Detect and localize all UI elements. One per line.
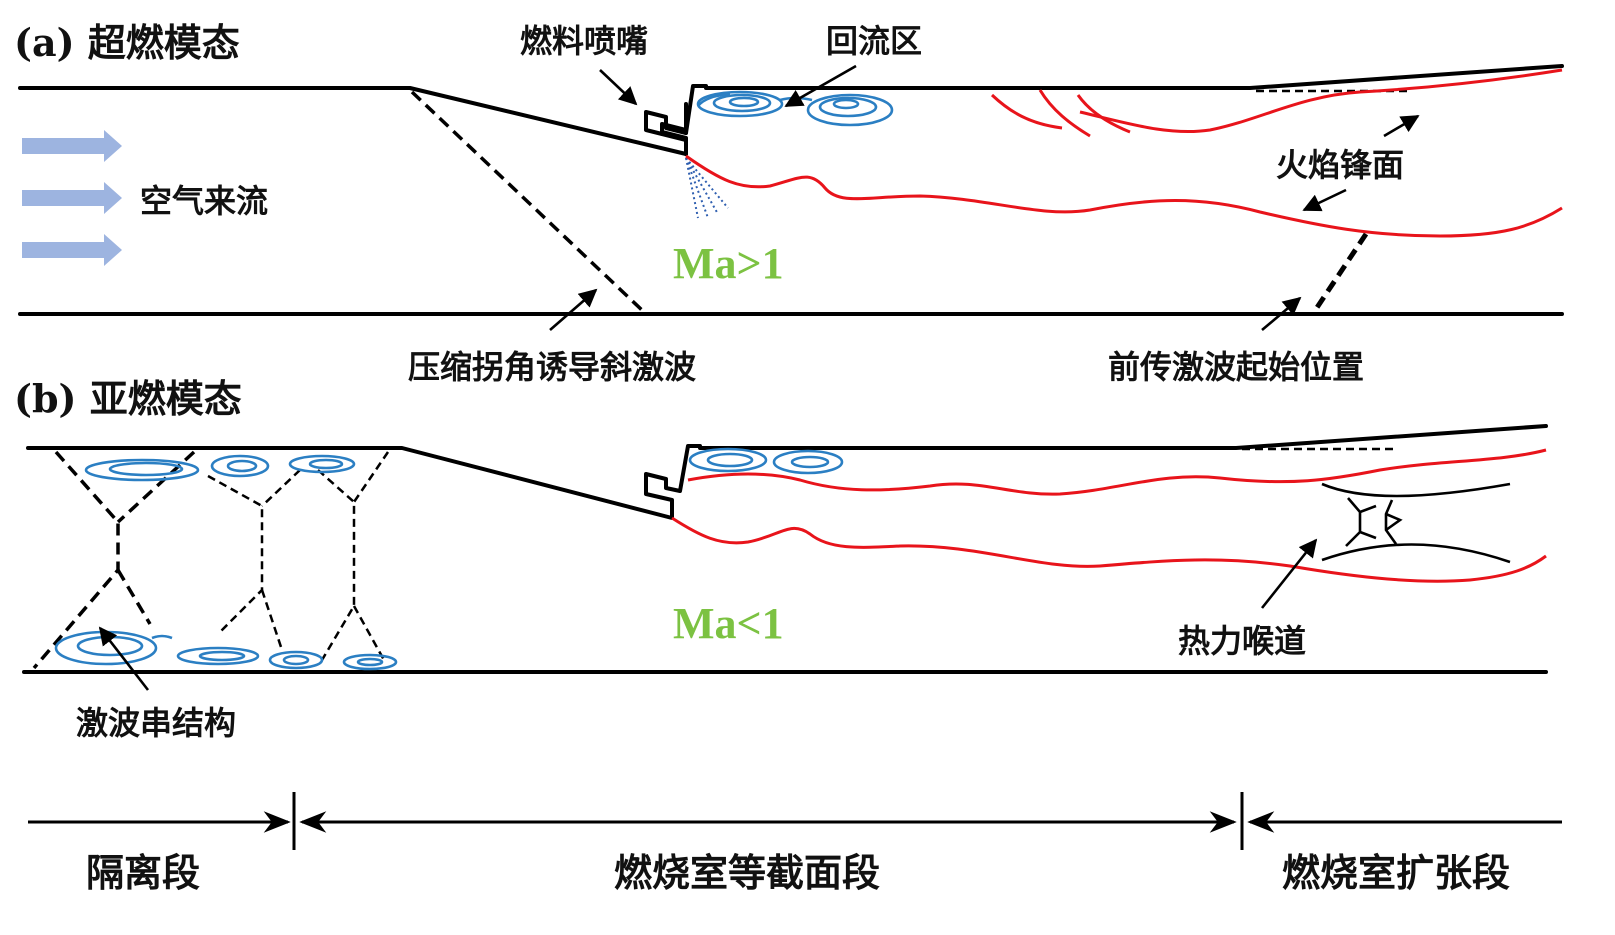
panel-a-inflow-arrows	[22, 130, 122, 266]
fuel-injector-label: 燃料喷嘴	[520, 22, 648, 60]
panel-b-shock-train	[32, 450, 390, 670]
panel-b-upper-wall-ramp	[26, 444, 702, 520]
panel-b-upper-wall-combustor	[698, 424, 1548, 450]
inflow-arrow-icon	[22, 130, 122, 162]
panel-a-flame-front	[685, 68, 1563, 238]
flame-front-label: 火焰锋面	[1276, 146, 1404, 184]
panel-b: (b) 亚燃模态	[14, 376, 1548, 742]
panel-b-shock-train-vortices	[54, 454, 398, 671]
inflow-arrow-icon	[22, 182, 122, 214]
flame-front-pointer-down	[1302, 188, 1347, 212]
flame-front-pointer-up	[1383, 114, 1420, 138]
shock-origin-label: 前传激波起始位置	[1108, 348, 1364, 386]
inflow-arrow-icon	[22, 234, 122, 266]
oblique-shock-pointer	[549, 288, 598, 331]
panel-a-upper-wall-ramp	[18, 86, 688, 156]
isolator-label: 隔离段	[86, 851, 200, 895]
panel-a-upper-wall-combustor	[704, 64, 1564, 90]
panel-b-flame-front	[671, 448, 1547, 583]
panel-b-recirculation-vortices	[688, 447, 844, 475]
panel-a-forward-shock	[1311, 232, 1369, 314]
air-inflow-label: 空气来流	[140, 182, 268, 220]
panel-b-title: (b) 亚燃模态	[14, 376, 242, 421]
panel-a-fuel-spray	[685, 157, 729, 219]
recirculation-label: 回流区	[826, 22, 922, 60]
panel-a-mach-label: Ma>1	[673, 239, 784, 288]
fuel-injector-pointer	[599, 69, 638, 106]
section-indicators: 隔离段 燃烧室等截面段 燃烧室扩张段	[28, 792, 1562, 895]
thermal-throat-pointer	[1260, 538, 1318, 609]
panel-b-thermal-throat	[1321, 482, 1511, 564]
recirculation-pointer	[784, 64, 857, 108]
oblique-shock-label: 压缩拐角诱导斜激波	[408, 348, 696, 386]
panel-a-fuel-injector	[644, 84, 708, 156]
constant-area-label: 燃烧室等截面段	[614, 851, 880, 895]
shock-train-pointer	[98, 626, 150, 691]
shock-train-label: 激波串结构	[76, 704, 236, 742]
panel-b-mach-label: Ma<1	[673, 599, 784, 648]
panel-a-recirculation-vortices	[696, 90, 894, 127]
panel-a-title: (a) 超燃模态	[14, 20, 240, 65]
panel-a-oblique-shock	[410, 90, 646, 314]
expansion-label: 燃烧室扩张段	[1282, 851, 1510, 895]
shock-origin-pointer	[1261, 296, 1302, 331]
panel-a: (a) 超燃模态	[14, 20, 1564, 386]
thermal-throat-label: 热力喉道	[1178, 622, 1306, 660]
